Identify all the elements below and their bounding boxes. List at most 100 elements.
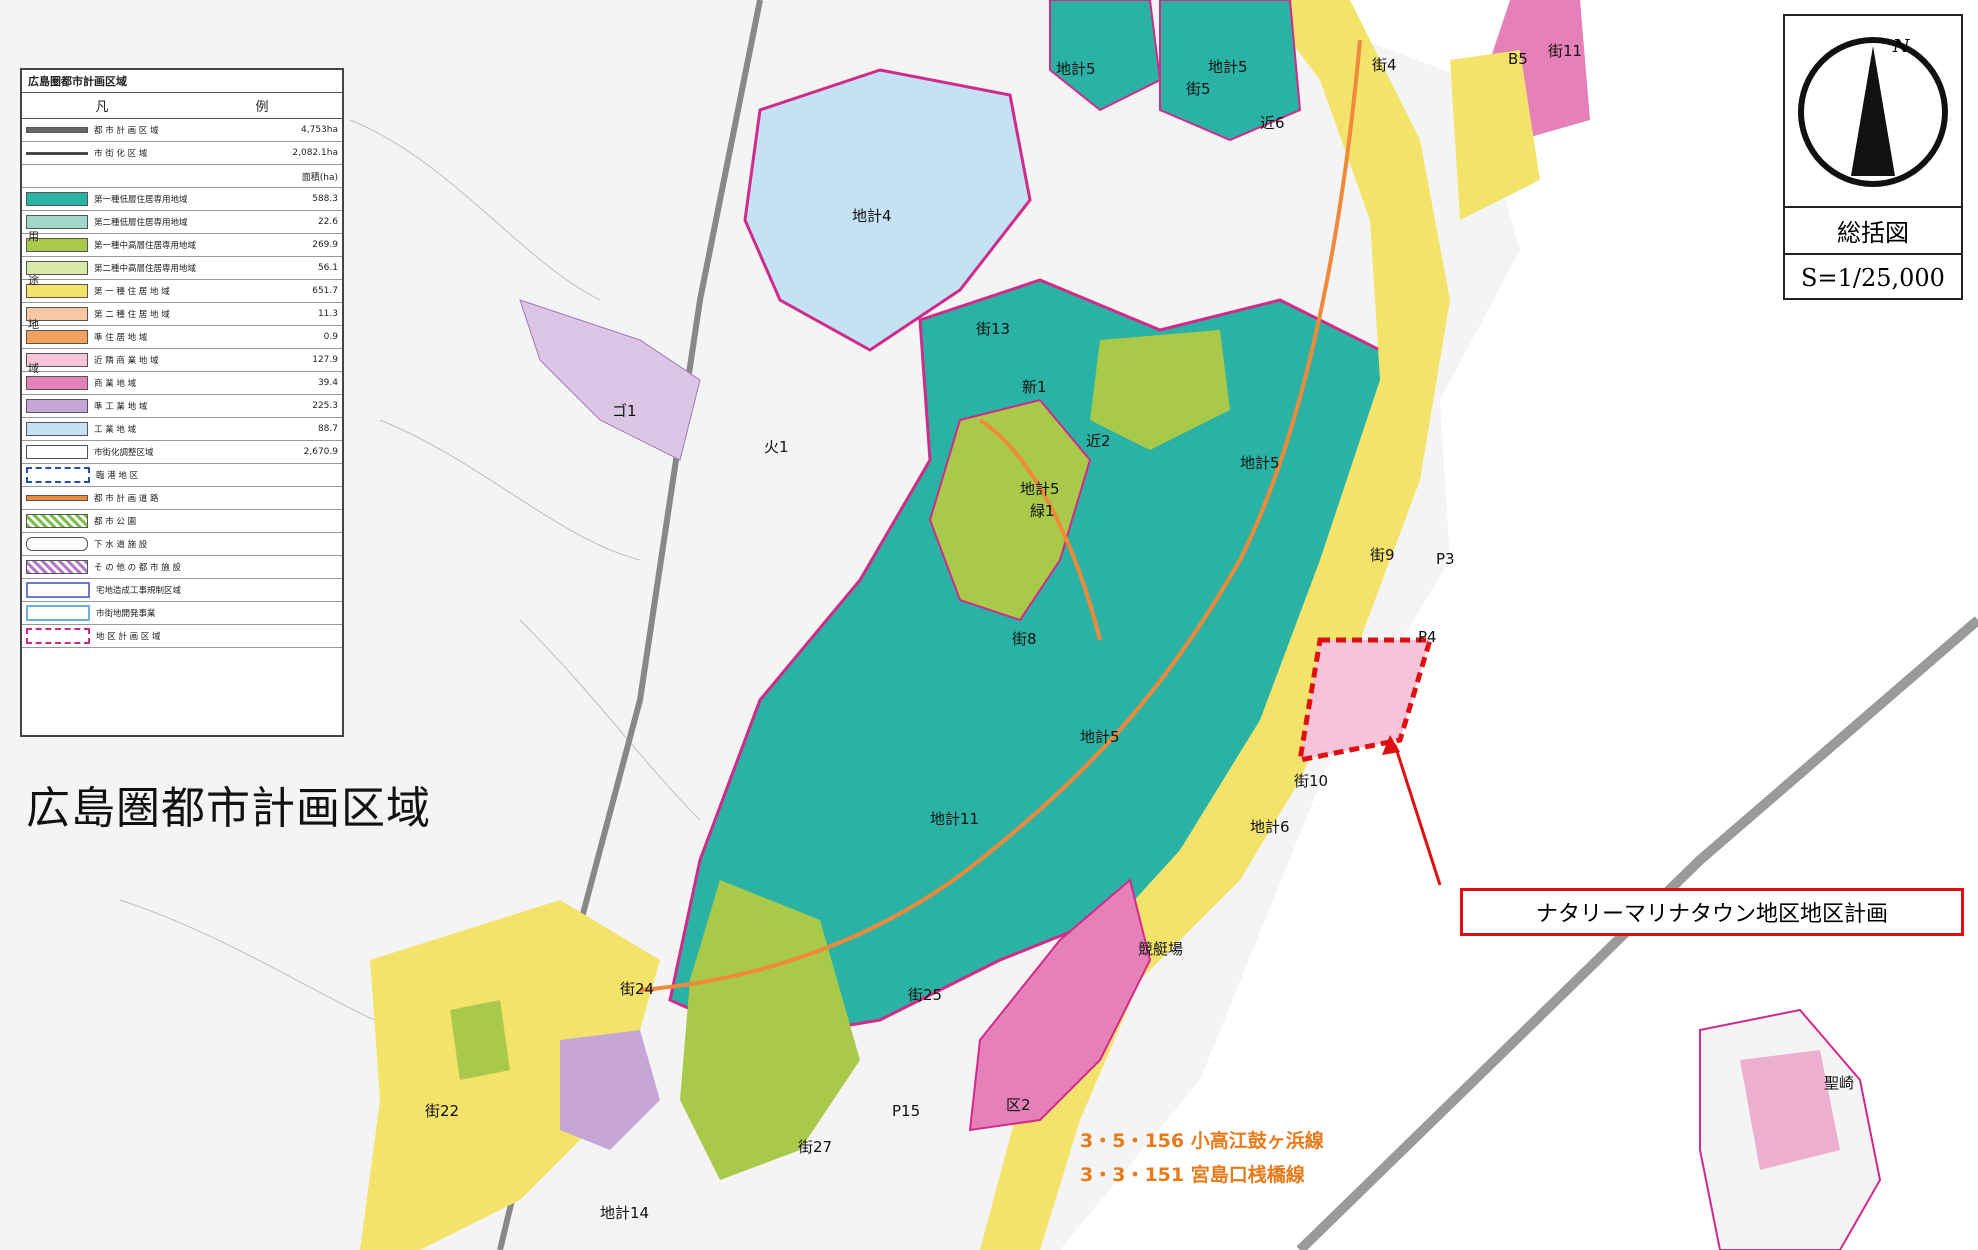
legend-swatch: [26, 238, 88, 252]
map-legend: 広島圏都市計画区域 凡 例 都 市 計 画 区 域 4,753ha 市 街 化 …: [20, 68, 344, 737]
residential-zone-coast: [980, 0, 1450, 1250]
legend-swatch: [26, 307, 88, 321]
map-label: 街25: [908, 986, 943, 1004]
legend-row: 面積(ha): [22, 165, 342, 188]
map-label: 地計5: [1240, 454, 1280, 472]
route-label: 3・5・156 小高江鼓ヶ浜線: [1080, 1130, 1324, 1152]
legend-swatch: [26, 353, 88, 367]
legend-swatch: [26, 582, 90, 598]
legend-swatch: [26, 399, 88, 413]
map-label: 街5: [1186, 80, 1211, 98]
legend-swatch: [26, 284, 88, 298]
legend-row: 市 街 化 区 域 2,082.1ha: [22, 142, 342, 165]
district-plan-callout: ナタリーマリナタウン地区地区計画: [1460, 888, 1964, 936]
legend-swatch: [26, 422, 88, 436]
legend-other-row: 下 水 道 施 設: [22, 533, 342, 556]
scale-ratio: S=1/25,000: [1801, 263, 1945, 292]
map-label: 地計5: [1020, 480, 1060, 498]
legend-swatch: [26, 628, 90, 644]
map-label: ゴ1: [612, 402, 637, 420]
map-label: 区2: [1006, 1096, 1031, 1114]
legend-swatch: [26, 151, 88, 155]
map-label: 街11: [1548, 42, 1583, 60]
map-label: 火1: [764, 438, 789, 456]
legend-swatch: [26, 127, 88, 133]
map-label: P15: [892, 1102, 921, 1120]
legend-swatch: [26, 376, 88, 390]
map-label: 街22: [425, 1102, 460, 1120]
map-label: 街13: [976, 320, 1011, 338]
map-label: 地計5: [1080, 728, 1120, 746]
map-name: 総括図: [1785, 208, 1961, 255]
map-label: 新1: [1022, 378, 1047, 396]
map-label: 街24: [620, 980, 655, 998]
legend-swatch: [26, 605, 90, 621]
legend-title: 広島圏都市計画区域: [22, 70, 342, 93]
legend-other-list: 臨 港 地 区都 市 計 画 道 路都 市 公 園下 水 道 施 設そ の 他 …: [22, 464, 342, 648]
legend-header: 凡 例: [22, 93, 342, 119]
map-label: 街10: [1294, 772, 1329, 790]
map-label: 地計4: [852, 207, 892, 225]
map-label: P3: [1436, 550, 1455, 568]
legend-category-char: 域: [28, 362, 39, 375]
legend-swatch: [26, 192, 88, 206]
map-label: 地計11: [930, 810, 980, 828]
legend-swatch: [26, 495, 88, 501]
compass-icon: [1798, 37, 1948, 187]
legend-other-row: 都 市 計 画 道 路: [22, 487, 342, 510]
map-label: 近6: [1260, 114, 1285, 132]
map-label: 緑1: [1030, 502, 1055, 520]
legend-other-row: 市街地開発事業: [22, 602, 342, 625]
legend-other-row: 臨 港 地 区: [22, 464, 342, 487]
legend-row: 都 市 計 画 区 域 4,753ha: [22, 119, 342, 142]
map-label: 街27: [798, 1138, 833, 1156]
map-label: 街8: [1012, 630, 1037, 648]
legend-swatch: [26, 330, 88, 344]
legend-swatch: [26, 467, 90, 483]
legend-swatch: [26, 261, 88, 275]
legend-swatch: [26, 215, 88, 229]
route-label: 3・3・151 宮島口桟橋線: [1080, 1164, 1305, 1186]
legend-swatch: [26, 560, 88, 574]
map-label: 街9: [1370, 546, 1395, 564]
map-label: B5: [1508, 50, 1528, 68]
map-label: P4: [1418, 628, 1437, 646]
legend-other-row: そ の 他 の 都 市 施 設: [22, 556, 342, 579]
legend-category-char: 地: [28, 318, 39, 331]
sea: [1060, 0, 1978, 1250]
north-label: N: [1893, 36, 1910, 57]
legend-swatch: [26, 445, 88, 459]
map-label: 街4: [1372, 56, 1397, 74]
legend-swatch: [26, 537, 88, 551]
region-title: 広島圏都市計画区域: [26, 783, 431, 834]
map-label: 地計5: [1208, 58, 1248, 76]
north-arrow: N: [1785, 16, 1961, 208]
legend-category-char: 用: [28, 230, 39, 243]
legend-other-row: 地 区 計 画 区 域: [22, 625, 342, 648]
legend-other-row: 都 市 公 園: [22, 510, 342, 533]
map-label: 競艇場: [1138, 940, 1184, 958]
legend-category-char: 途: [28, 274, 39, 287]
commercial-zone: [968, 878, 1152, 1132]
map-label: 地計14: [600, 1204, 650, 1222]
legend-other-row: 宅地造成工事規制区域: [22, 579, 342, 602]
map-label: 聖崎: [1824, 1074, 1855, 1092]
map-label: 近2: [1086, 432, 1111, 450]
map-label: 地計6: [1250, 818, 1290, 836]
scale-box: N 総括図 S=1/25,000: [1783, 14, 1963, 300]
industrial-zone: [743, 68, 1032, 352]
